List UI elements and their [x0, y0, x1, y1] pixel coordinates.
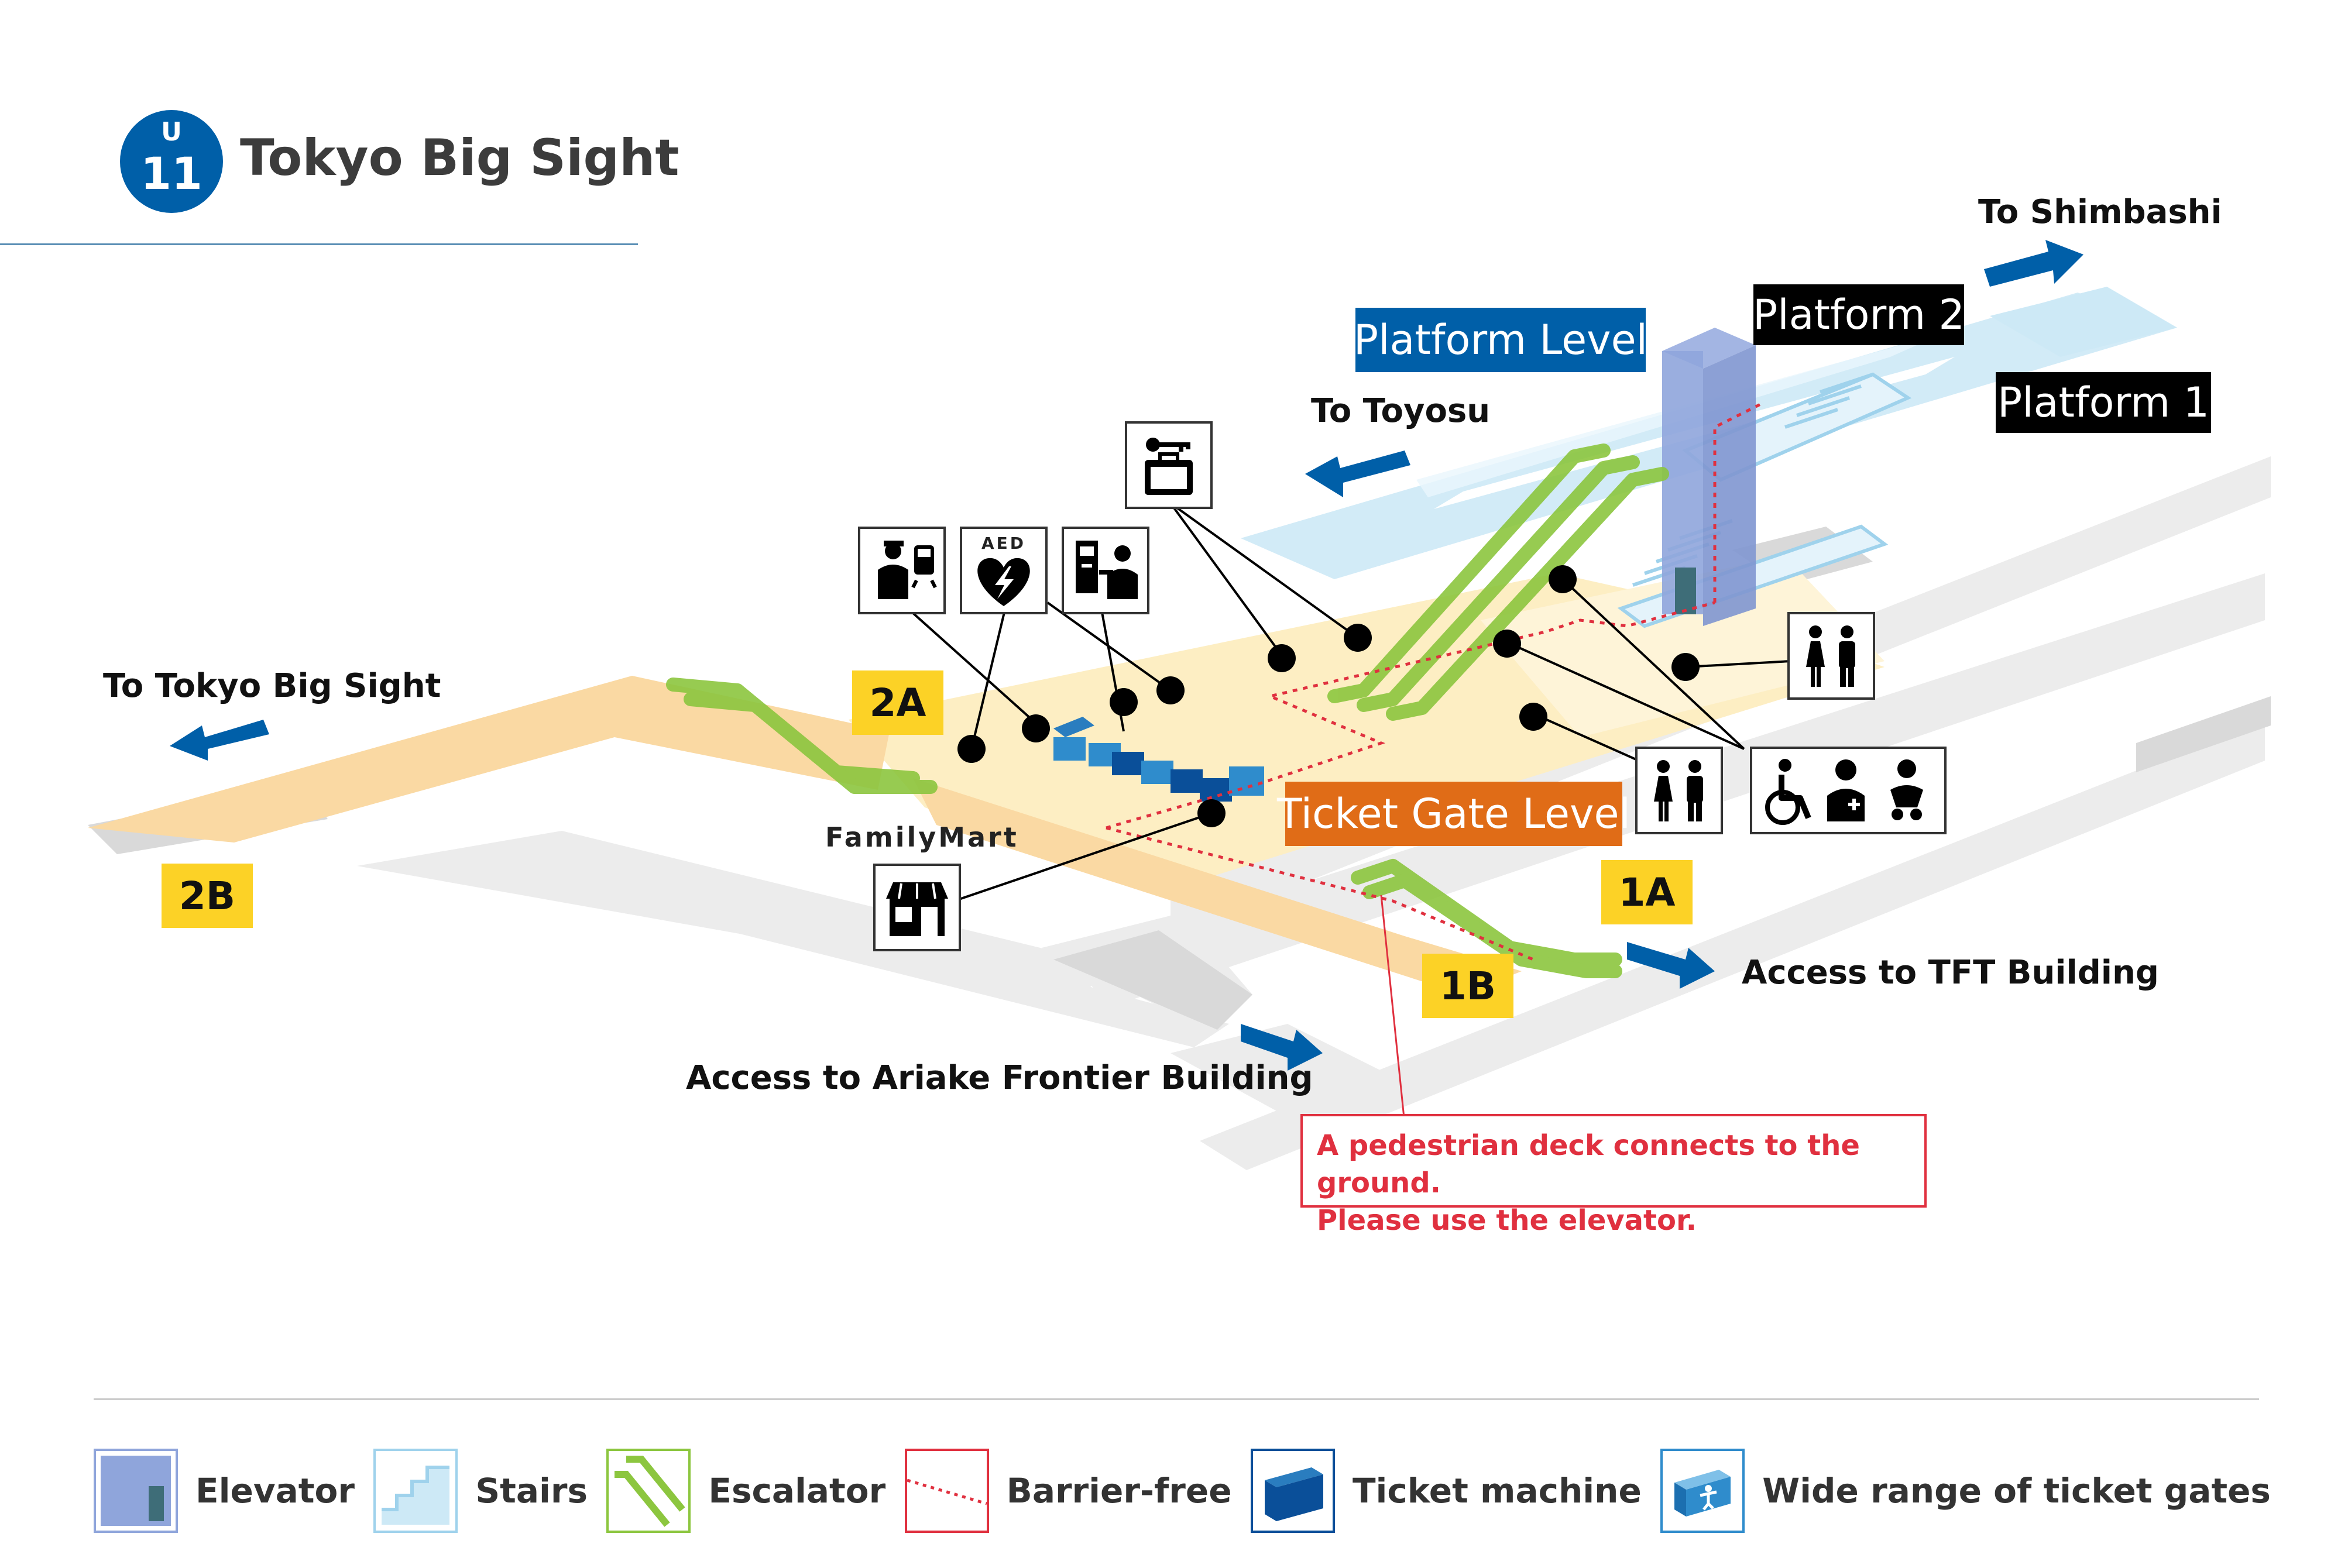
aed-icon: AED [960, 527, 1048, 614]
legend-item-escalator: Escalator [606, 1449, 885, 1533]
coin-locker-icon [1125, 421, 1213, 509]
legend-item-wide-gates: Wide range of ticket gates [1660, 1449, 2271, 1533]
legend-item-barrier-free: Barrier-free [904, 1449, 1232, 1533]
note-line-1: A pedestrian deck connects to the ground… [1317, 1129, 1860, 1199]
fare-adjustment-icon [1062, 527, 1149, 614]
escalators [666, 443, 1669, 978]
escalator-icon [606, 1449, 691, 1533]
stairs-icon [373, 1449, 458, 1533]
legend-label-stairs: Stairs [475, 1471, 588, 1511]
to-tokyo-big-sight-label: To Tokyo Big Sight [103, 667, 441, 705]
familymart-label: FamilyMart [825, 821, 1019, 853]
access-tft-label: Access to TFT Building [1742, 954, 2159, 992]
note-line-2: Please use the elevator. [1317, 1204, 1697, 1237]
arrow-to-shimbashi [1984, 240, 2083, 287]
to-toyosu-label: To Toyosu [1311, 392, 1491, 430]
legend: Elevator Stairs Escalator Barrier-free [94, 1449, 2271, 1533]
platform-toilet-icon [1787, 612, 1875, 700]
legend-item-stairs: Stairs [373, 1449, 588, 1533]
legend-label-escalator: Escalator [708, 1471, 886, 1511]
concourse [849, 556, 1885, 889]
ticket-machine-icon [1250, 1449, 1335, 1533]
platform-level-label: Platform Level [1354, 308, 1647, 372]
legend-item-ticket-machine: Ticket machine [1250, 1449, 1642, 1533]
legend-label-barrier-free: Barrier-free [1006, 1471, 1232, 1511]
ticket-gate-level-label: Ticket Gate Level [1277, 782, 1631, 846]
legend-label-elevator: Elevator [195, 1471, 355, 1511]
station-header: U 11 Tokyo Big Sight [0, 94, 679, 252]
station-number: 11 [140, 147, 202, 200]
exit-2b-badge: 2B [162, 864, 253, 928]
legend-item-elevator: Elevator [94, 1449, 355, 1533]
legend-divider [94, 1398, 2259, 1400]
direction-arrows[interactable] [170, 240, 2083, 1071]
barrier-free-route [1106, 402, 1763, 1124]
exit-1b-badge: 1B [1422, 954, 1513, 1018]
multipurpose-toilet-icon [1750, 747, 1947, 834]
arrow-to-tokyo-big-sight [170, 720, 269, 761]
station-name: Tokyo Big Sight [240, 129, 679, 187]
callout-dots [957, 565, 1700, 827]
elevator-shaft [1662, 328, 1756, 626]
station-staff-icon [858, 527, 946, 614]
station-number-badge [120, 110, 223, 213]
header-divider [0, 243, 638, 245]
platform-2-label: Platform 2 [1753, 284, 1965, 345]
arrow-to-tft [1627, 942, 1715, 989]
convenience-store-icon [873, 864, 961, 951]
platform-1-label: Platform 1 [1996, 372, 2211, 433]
legend-label-ticket-machine: Ticket machine [1352, 1471, 1642, 1511]
legend-label-wide-gates: Wide range of ticket gates [1762, 1471, 2271, 1511]
concourse-toilet-icon [1635, 747, 1723, 834]
aed-label: AED [981, 534, 1027, 553]
ticket-gates [1053, 717, 1264, 802]
pedestrian-deck-note: A pedestrian deck connects to the ground… [1300, 1114, 1927, 1237]
barrier-free-icon [904, 1449, 989, 1533]
arrow-to-toyosu [1305, 451, 1410, 497]
corridors [88, 676, 1522, 995]
line-letter: U [161, 117, 182, 147]
elevator-icon [94, 1449, 178, 1533]
arrow-to-ariake [1241, 1024, 1323, 1071]
exit-1a-badge: 1A [1601, 860, 1693, 924]
wide-ticket-gate-icon [1660, 1449, 1745, 1533]
to-shimbashi-label: To Shimbashi [1978, 193, 2222, 231]
exit-2a-badge: 2A [852, 670, 943, 735]
access-ariake-label: Access to Ariake Frontier Building [686, 1059, 1313, 1097]
